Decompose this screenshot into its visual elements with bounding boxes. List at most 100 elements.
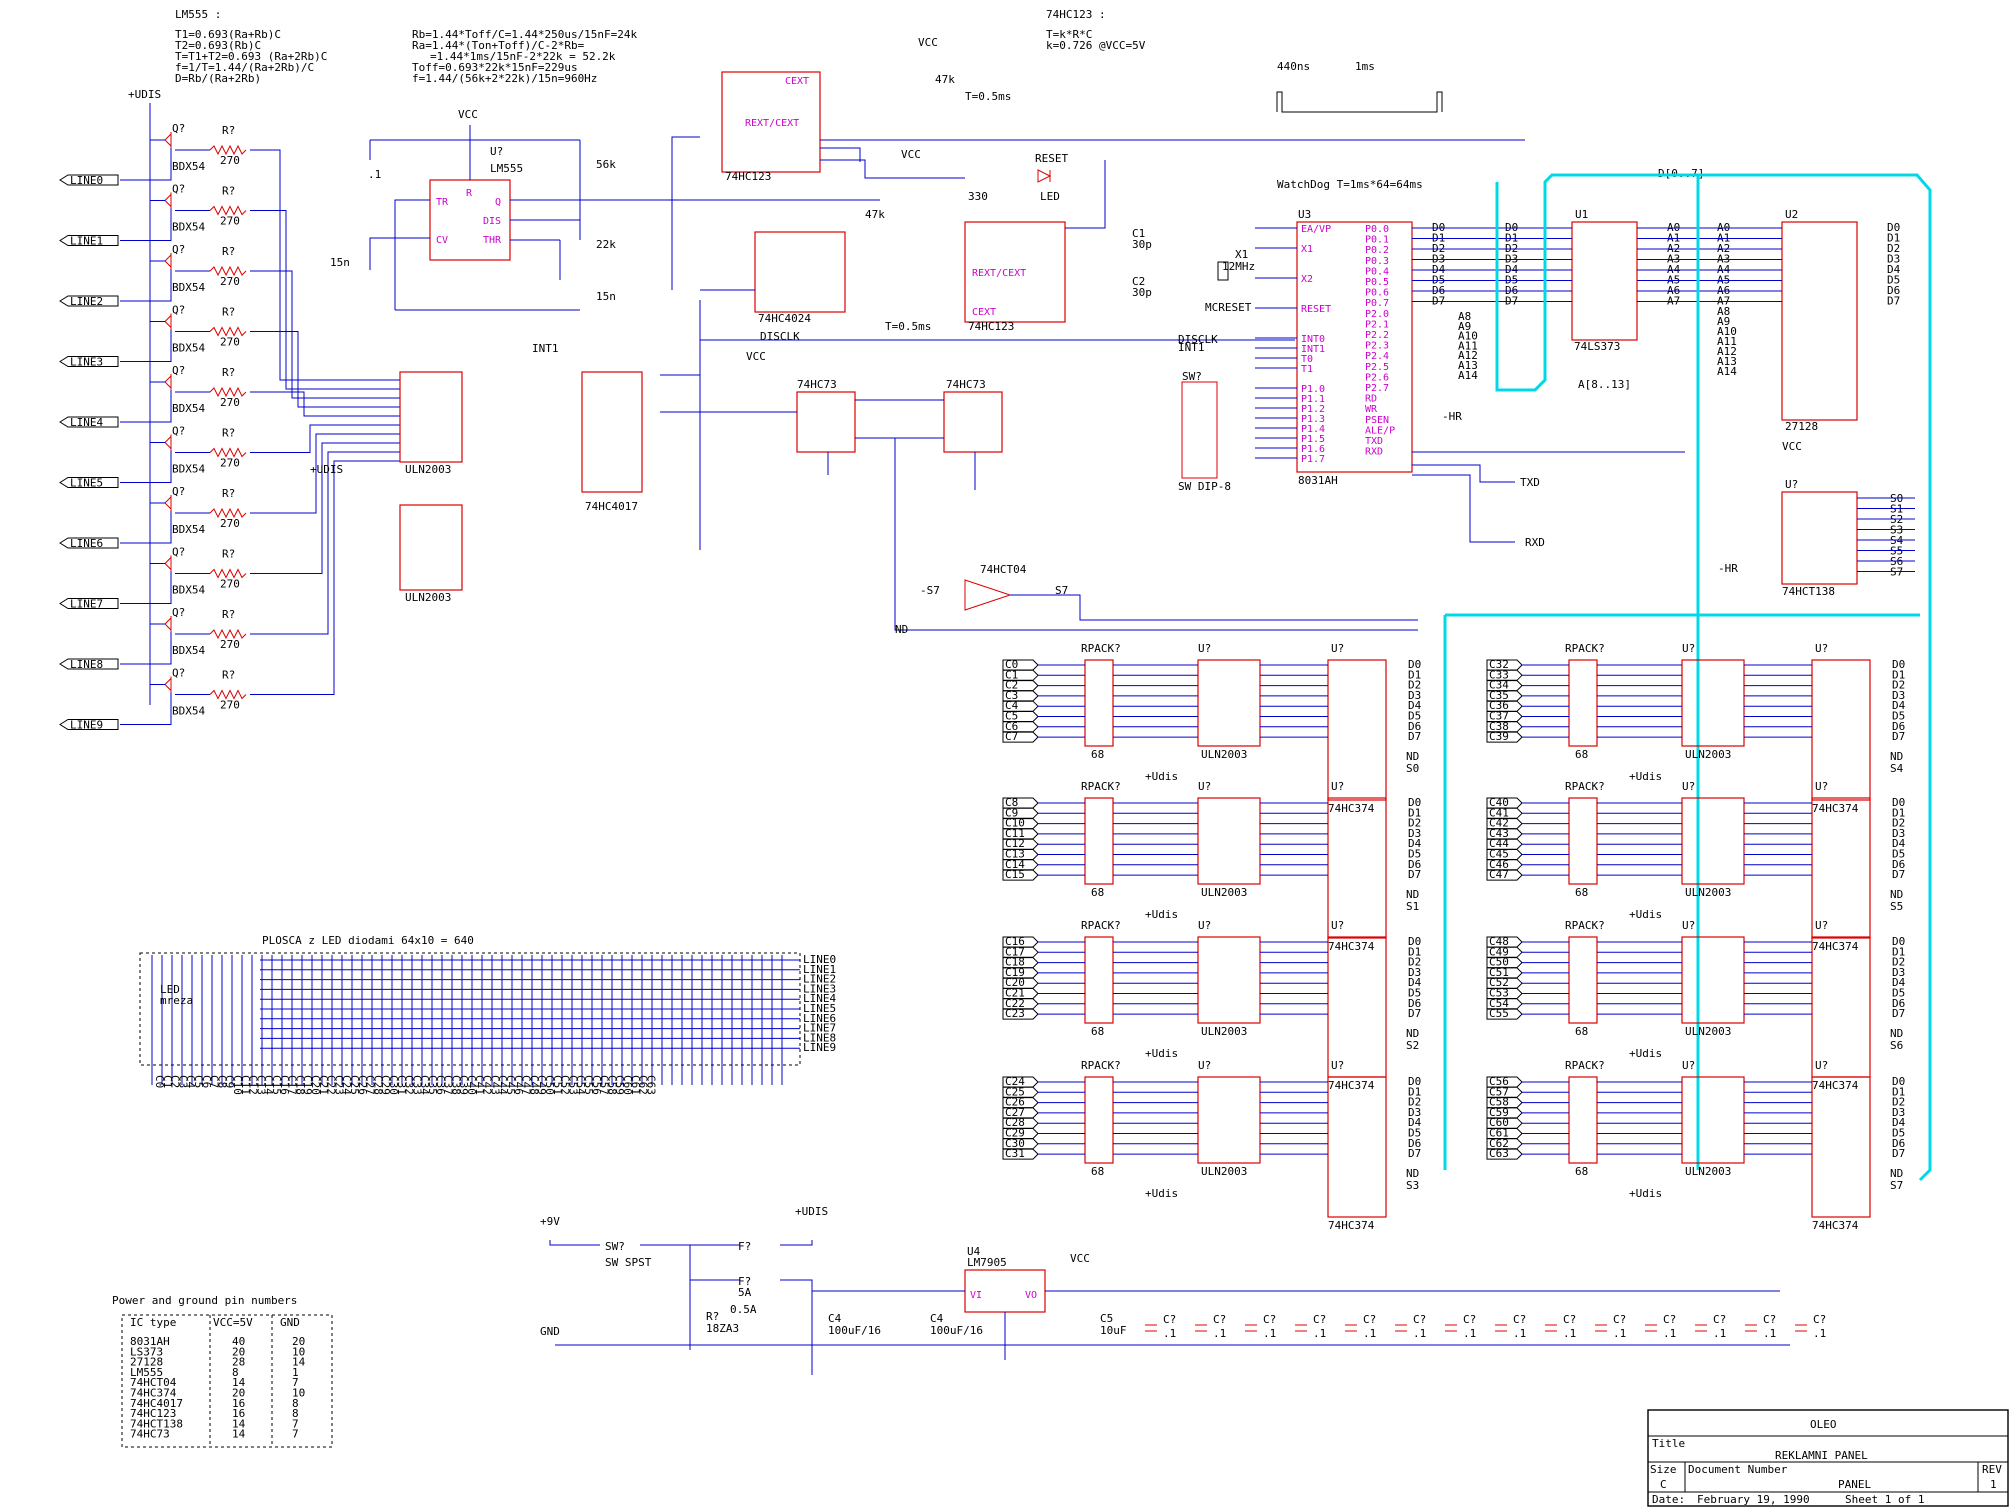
udis-small-label: +Udis — [1145, 770, 1178, 783]
c-port-icon — [1002, 936, 1039, 948]
latch-d-label: D6 — [1892, 720, 1905, 733]
watchdog-note: WatchDog T=1ms*64=64ms — [1277, 178, 1423, 191]
s7-in-label: -S7 — [920, 584, 940, 597]
panel-column-label: C37 — [442, 1075, 455, 1095]
line-port-icon — [59, 235, 119, 246]
tb-date-label: Date: — [1652, 1493, 1685, 1506]
c-port-icon — [1002, 1148, 1039, 1160]
rpack-chip — [1084, 797, 1114, 885]
latch-nd-label: ND — [1406, 1167, 1419, 1180]
c01-label: .1 — [368, 168, 381, 181]
hc123-eq-1: T=k*R*C — [1046, 28, 1092, 41]
reset-led-icon — [1037, 169, 1052, 183]
vcc-label-3: VCC — [746, 350, 766, 363]
panel-column-label: C34 — [418, 1075, 431, 1095]
pt-vcc: 20 — [232, 1387, 245, 1400]
latch-chip — [1327, 659, 1387, 801]
panel-line-label: LINE5 — [803, 1002, 836, 1015]
latch-d-label: D6 — [1408, 858, 1421, 871]
latch-d-label: D5 — [1892, 1127, 1905, 1140]
latch-d-label: D4 — [1408, 1116, 1422, 1129]
c-port-icon — [1002, 869, 1039, 881]
decap-value: .1 — [1263, 1327, 1276, 1340]
line-port-icon — [59, 174, 119, 186]
latch-d-label: D0 — [1408, 658, 1421, 671]
c-port-icon — [1002, 721, 1039, 733]
decap-value: .1 — [1413, 1327, 1426, 1340]
mcu-pin-left: P1.7 — [1301, 454, 1325, 465]
latch-s-label: S2 — [1406, 1039, 1419, 1052]
pt-header-0: IC type — [130, 1316, 176, 1329]
decap-symbol — [1695, 1324, 1707, 1332]
panel-column-label: C13 — [254, 1075, 267, 1095]
panel-column-label: C27 — [364, 1075, 377, 1095]
panel-column-label: C46 — [512, 1075, 525, 1095]
latch-d-label: D0 — [1892, 796, 1905, 809]
sw-refdes: SW? — [605, 1240, 625, 1253]
latch-d-label: D4 — [1892, 976, 1906, 989]
hc73-block: 74HC73 74HC73 VCC 74HCT04 -S7 S7 ND — [660, 350, 1418, 636]
sw-spst-label: SW SPST — [605, 1256, 652, 1269]
lm555-refdes: U? — [490, 145, 503, 158]
resistor-refdes: R? — [222, 427, 235, 440]
latch-d-label: D3 — [1408, 689, 1421, 702]
c-port-icon — [1002, 967, 1039, 979]
uln2003-b-chip — [399, 504, 463, 591]
c-port-icon — [1486, 1128, 1523, 1139]
plus9v-label: +9V — [540, 1215, 560, 1228]
ls373-chip — [1571, 221, 1638, 341]
resistor-refdes: R? — [222, 487, 235, 500]
data-bus-branch — [1443, 175, 1920, 1170]
uln-refdes: U? — [1682, 642, 1695, 655]
panel-column-label: C59 — [613, 1075, 626, 1095]
power-supply: +9V +UDIS SW? SW SPST F? 5A F? 0.5A R? 1… — [540, 1205, 1826, 1375]
latch-d-label: D3 — [1892, 689, 1905, 702]
c-port-icon — [1486, 977, 1523, 989]
resistor-value: 270 — [220, 517, 240, 530]
rpack-chip — [1084, 936, 1114, 1024]
hr-label-2: -HR — [1718, 562, 1738, 575]
fuse-b-refdes: F? — [738, 1275, 751, 1288]
decap-refdes: C? — [1763, 1313, 1776, 1326]
c-label: C58 — [1489, 1096, 1509, 1109]
c-label: C48 — [1489, 935, 1509, 948]
latch-d-label: D5 — [1892, 848, 1905, 861]
led-mreza-1: mreza — [160, 994, 193, 1007]
panel-column-label: C2 — [169, 1075, 182, 1088]
d-label-eprom: D5 — [1887, 274, 1900, 287]
c-label: C1 — [1005, 668, 1018, 681]
latch-refdes: U? — [1331, 919, 1344, 932]
transistor-label: BDX54 — [172, 584, 205, 597]
transistor-refdes: Q? — [172, 304, 185, 317]
hc123-notes: 74HC123 : T=k*R*C k=0.726 @VCC=5V — [1046, 8, 1146, 52]
hc73-wires — [660, 374, 976, 490]
decap-value: .1 — [1163, 1327, 1176, 1340]
latch-chip — [1327, 797, 1387, 939]
a-high-label-eprom: A13 — [1717, 355, 1737, 368]
c1-val: 30p — [1132, 238, 1152, 251]
timing-waveform — [1276, 91, 1443, 113]
lm555-vcc-label: VCC — [458, 108, 478, 121]
hct04-gate — [964, 579, 1012, 611]
resistor-value: 270 — [220, 638, 240, 651]
latch-d-label: D7 — [1408, 868, 1421, 881]
eprom-label: 27128 — [1785, 420, 1818, 433]
lm555-pin-tr: TR — [436, 197, 449, 208]
decap-symbol — [1595, 1324, 1607, 1332]
a-high-label-eprom: A14 — [1717, 365, 1737, 378]
uln-chip — [1681, 1076, 1745, 1164]
c-label: C25 — [1005, 1085, 1025, 1098]
c-label: C63 — [1489, 1147, 1509, 1160]
pt-ic: 74HC73 — [130, 1428, 170, 1441]
latch-d-label: D2 — [1892, 1096, 1905, 1109]
rpack-value: 68 — [1575, 886, 1588, 899]
pt-gnd: 10 — [292, 1387, 305, 1400]
lm555-eq-1: T2=0.693(Rb)C — [175, 39, 261, 52]
lm555-pin-cv: CV — [436, 235, 448, 246]
decap-value: .1 — [1513, 1327, 1526, 1340]
hc123-b-pin-rext: REXT/CEXT — [972, 268, 1026, 279]
uln-label: ULN2003 — [1201, 886, 1247, 899]
latch-label: 74HC374 — [1328, 1219, 1375, 1232]
